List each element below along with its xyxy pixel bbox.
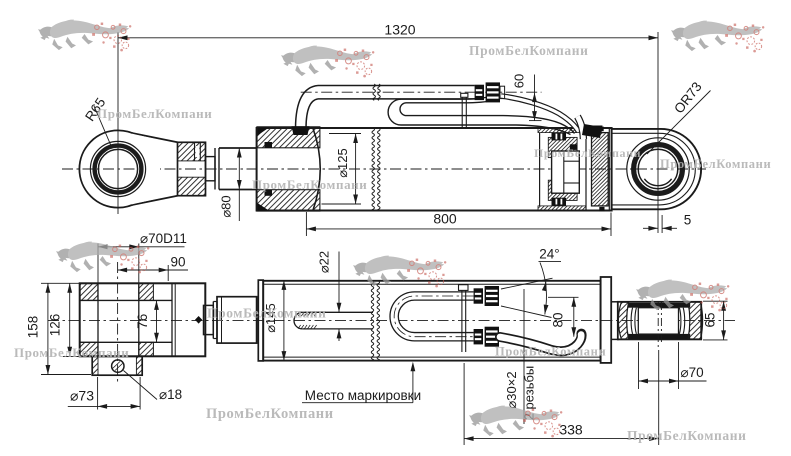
svg-text:⌀22: ⌀22 (317, 251, 332, 273)
svg-text:⌀80: ⌀80 (219, 195, 234, 217)
svg-text:338: 338 (559, 422, 583, 438)
svg-text:⌀73: ⌀73 (70, 388, 94, 404)
svg-text:⌀18: ⌀18 (159, 387, 182, 402)
svg-text:80: 80 (551, 312, 566, 327)
svg-text:⌀70D11: ⌀70D11 (140, 231, 187, 246)
svg-text:ПромБелКомпани: ПромБелКомпани (97, 106, 212, 121)
svg-text:1320: 1320 (384, 22, 415, 38)
svg-text:90: 90 (171, 255, 186, 270)
svg-text:ПромБелКомпани: ПромБелКомпани (206, 406, 334, 422)
svg-text:5: 5 (684, 213, 692, 228)
svg-text:ПромБелКомпани: ПромБелКомпани (207, 306, 326, 321)
svg-text:⌀125: ⌀125 (335, 148, 350, 178)
svg-text:60: 60 (512, 74, 527, 88)
svg-text:⌀30×2: ⌀30×2 (504, 371, 519, 408)
svg-text:24°: 24° (539, 247, 559, 262)
svg-text:800: 800 (433, 211, 457, 227)
svg-text:ПромБелКомпани: ПромБелКомпани (469, 43, 588, 58)
svg-text:65: 65 (703, 312, 718, 327)
svg-text:Место маркировки: Место маркировки (305, 388, 421, 403)
svg-text:76: 76 (135, 314, 150, 329)
svg-text:158: 158 (26, 316, 41, 339)
svg-text:ПромБелКомпани: ПромБелКомпани (660, 157, 771, 171)
svg-text:126: 126 (48, 314, 63, 337)
svg-text:ПромБелКомпани: ПромБелКомпани (495, 345, 606, 359)
svg-text:⌀70: ⌀70 (681, 365, 704, 380)
svg-text:⌀145: ⌀145 (263, 303, 278, 333)
svg-text:ПромБелКомпани: ПромБелКомпани (627, 428, 746, 443)
svg-text:ПромБелКомпани: ПромБелКомпани (252, 177, 367, 192)
svg-text:ПромБелКомпани: ПромБелКомпани (14, 345, 129, 360)
svg-text:ПромБелКомпани: ПромБелКомпани (534, 146, 641, 160)
svg-text:2 резьбы: 2 резьбы (522, 366, 537, 421)
